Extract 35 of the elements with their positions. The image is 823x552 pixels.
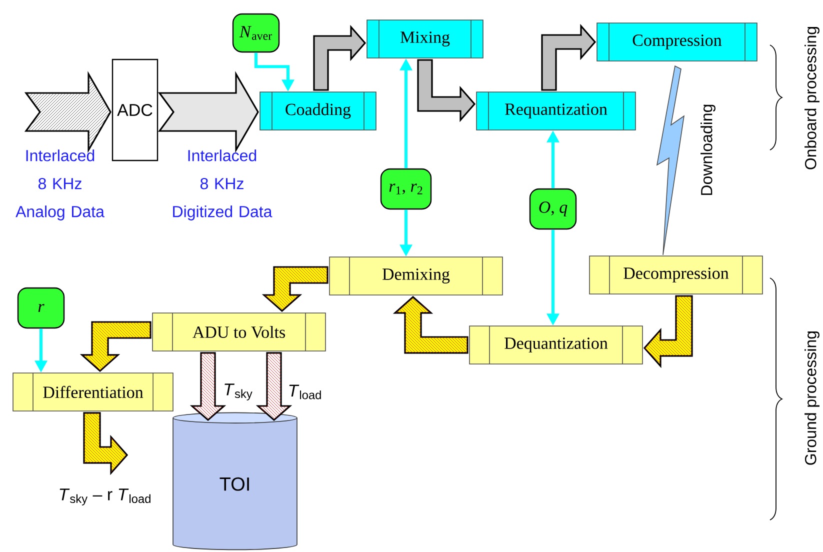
caption: Interlaced 8 KHz Analog Data	[16, 150, 104, 220]
block-arrow	[83, 412, 128, 476]
edge-label: Downloading	[700, 102, 716, 198]
parameter-box: r	[17, 287, 65, 329]
process-box: Differentiation	[12, 372, 174, 412]
block-arrow	[417, 59, 476, 122]
parameter-box: O, q	[529, 188, 577, 230]
block-arrow	[256, 352, 292, 422]
group-label: Onboard processing	[804, 27, 820, 170]
block-arrow	[643, 295, 693, 368]
parameter-box: N$_{aver}$	[232, 13, 280, 53]
caption: Interlaced 8 KHz Digitized Data	[173, 150, 272, 220]
block-arrow	[541, 24, 596, 91]
process-box: Demixing	[329, 256, 503, 296]
parameter-box: r$_{1}$, r$_{2}$	[380, 168, 432, 210]
block-arrow	[80, 321, 152, 372]
process-box: Requantization	[476, 92, 636, 130]
process-box: Compression	[596, 22, 758, 62]
database-cylinder: TOI	[172, 412, 298, 550]
process-box: Dequantization	[469, 326, 643, 364]
input-arrow	[24, 71, 112, 153]
edge-label: T$_{sky}$ – r T$_{load}$	[57, 488, 153, 506]
block-arrow	[313, 24, 366, 91]
converter-box: ADC	[112, 58, 158, 162]
process-box: Decompression	[589, 256, 763, 294]
process-box: Mixing	[366, 20, 484, 58]
edge-label: T$_{sky}$	[222, 382, 254, 402]
block-arrow	[392, 296, 468, 354]
process-box: ADU to Volts	[152, 312, 326, 352]
block-arrow	[158, 71, 259, 153]
block-arrow	[262, 266, 328, 312]
group-label: Ground processing	[804, 331, 820, 465]
block-arrow	[190, 352, 226, 422]
process-box: Coadding	[260, 92, 376, 130]
edge-label: T$_{load}$	[286, 384, 324, 400]
